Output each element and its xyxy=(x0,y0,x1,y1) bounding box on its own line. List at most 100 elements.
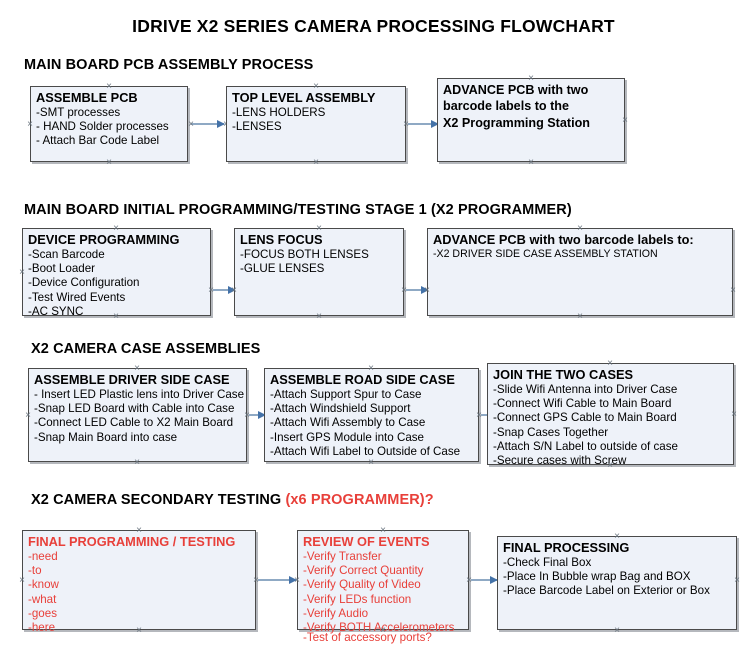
node-line: -Snap Main Board into case xyxy=(34,430,178,444)
node-overflow-line: -Test of accessory ports? xyxy=(303,630,432,644)
node-line: -Insert GPS Module into Case xyxy=(270,430,425,444)
node-line: -Connect Wifi Cable to Main Board xyxy=(493,396,672,410)
node-title: ASSEMBLE ROAD SIDE CASE xyxy=(270,372,455,387)
node-line: -Slide Wifi Antenna into Driver Case xyxy=(493,382,678,396)
connector-arrow xyxy=(258,576,297,584)
resize-handle-n[interactable] xyxy=(133,364,142,373)
node-device-programming[interactable]: DEVICE PROGRAMMING -Scan Barcode -Boot L… xyxy=(22,228,211,319)
resize-handle-s[interactable] xyxy=(315,312,324,321)
node-assemble-road-side-case[interactable]: ASSEMBLE ROAD SIDE CASE -Attach Support … xyxy=(264,368,479,462)
resize-handle-w[interactable] xyxy=(26,120,35,129)
resize-handle-e[interactable] xyxy=(733,576,742,585)
resize-handle-s[interactable] xyxy=(606,461,615,470)
section-heading-accent: (x6 PROGRAMMER)? xyxy=(285,492,434,508)
node-line: -Attach Windshield Support xyxy=(270,401,411,415)
resize-handle-s[interactable] xyxy=(576,312,585,321)
node-line: -AC SYNC xyxy=(28,305,84,319)
connector-endpoint-handle[interactable] xyxy=(187,120,196,129)
resize-handle-n[interactable] xyxy=(105,82,114,91)
resize-handle-n[interactable] xyxy=(367,364,376,373)
node-join-the-two-cases[interactable]: JOIN THE TWO CASES -Slide Wifi Antenna i… xyxy=(487,363,734,468)
node-line: -Attach S/N Label to outside of case xyxy=(493,440,678,454)
node-advance-pcb-programming-station[interactable]: ADVANCE PCB with two barcode labels to t… xyxy=(437,78,625,162)
node-line: -Verify Transfer xyxy=(303,549,382,563)
node-line: -what xyxy=(28,592,57,606)
node-final-processing[interactable]: FINAL PROCESSING -Check Final Box -Place… xyxy=(497,536,737,630)
node-line: -to xyxy=(28,563,42,577)
resize-handle-n[interactable] xyxy=(379,526,388,535)
node-line: -Place Barcode Label on Exterior or Box xyxy=(503,584,710,598)
resize-handle-n[interactable] xyxy=(315,224,324,233)
node-line: -Check Final Box xyxy=(503,555,592,569)
resize-handle-s[interactable] xyxy=(379,626,388,635)
node-line: -SMT processes xyxy=(36,105,121,119)
section-heading-text: MAIN BOARD INITIAL PROGRAMMING/TESTING S… xyxy=(24,202,572,218)
resize-handle-w[interactable] xyxy=(18,576,27,585)
node-line: -Place In Bubble wrap Bag and BOX xyxy=(503,569,691,583)
resize-handle-w[interactable] xyxy=(18,268,27,277)
section-heading-main-board-initial-programming: MAIN BOARD INITIAL PROGRAMMING/TESTING S… xyxy=(24,202,572,218)
node-title: FINAL PROCESSING xyxy=(503,540,630,555)
resize-handle-s[interactable] xyxy=(133,458,142,467)
node-line: -Verify LEDs function xyxy=(303,592,412,606)
resize-handle-s[interactable] xyxy=(135,626,144,635)
node-line: -Boot Loader xyxy=(28,261,96,275)
node-line: -Attach Support Spur to Case xyxy=(270,387,422,401)
node-line: -Device Configuration xyxy=(28,276,140,290)
resize-handle-n[interactable] xyxy=(112,224,121,233)
resize-handle-s[interactable] xyxy=(613,626,622,635)
resize-handle-n[interactable] xyxy=(312,82,321,91)
resize-handle-s[interactable] xyxy=(112,312,121,321)
resize-handle-n[interactable] xyxy=(135,526,144,535)
node-line: -Attach Wifi Assembly to Case xyxy=(270,416,426,430)
node-title: ASSEMBLE DRIVER SIDE CASE xyxy=(34,372,230,387)
node-lens-focus[interactable]: LENS FOCUS -FOCUS BOTH LENSES -GLUE LENS… xyxy=(234,228,404,316)
section-heading-text: MAIN BOARD PCB ASSEMBLY PROCESS xyxy=(24,57,314,73)
section-heading-text: X2 CAMERA SECONDARY TESTING xyxy=(31,492,282,508)
resize-handle-s[interactable] xyxy=(105,158,114,167)
node-line: -X2 DRIVER SIDE CASE ASSEMBLY STATION xyxy=(433,247,658,260)
section-heading-main-board-pcb-assembly: MAIN BOARD PCB ASSEMBLY PROCESS xyxy=(24,57,313,73)
resize-handle-n[interactable] xyxy=(606,359,615,368)
resize-handle-w[interactable] xyxy=(423,286,432,295)
node-assemble-pcb[interactable]: ASSEMBLE PCB -SMT processes - HAND Solde… xyxy=(30,86,188,162)
connector-arrow xyxy=(471,576,498,584)
node-advance-pcb-driver-side-case[interactable]: ADVANCE PCB with two barcode labels to: … xyxy=(427,228,733,316)
node-line: -FOCUS BOTH LENSES xyxy=(240,247,369,261)
node-line: -need xyxy=(28,549,58,563)
node-line: -Scan Barcode xyxy=(28,247,105,261)
connector-arrow xyxy=(191,120,225,128)
node-title: ASSEMBLE PCB xyxy=(36,90,138,105)
node-title: REVIEW OF EVENTS xyxy=(303,534,430,549)
node-line: -Verify Correct Quantity xyxy=(303,563,424,577)
node-line: -GLUE LENSES xyxy=(240,261,325,275)
node-line: - Insert LED Plastic lens into Driver Ca… xyxy=(34,387,245,401)
resize-handle-n[interactable] xyxy=(576,224,585,233)
resize-handle-n[interactable] xyxy=(527,74,536,83)
node-line: ADVANCE PCB with two xyxy=(443,83,589,97)
node-assemble-driver-side-case[interactable]: ASSEMBLE DRIVER SIDE CASE - Insert LED P… xyxy=(28,368,247,462)
resize-handle-w[interactable] xyxy=(24,411,33,420)
node-top-level-assembly[interactable]: TOP LEVEL ASSEMBLY -LENS HOLDERS -LENSES xyxy=(226,86,406,162)
node-line: -Snap Cases Together xyxy=(493,425,609,439)
resize-handle-s[interactable] xyxy=(312,158,321,167)
resize-handle-e[interactable] xyxy=(730,410,739,419)
resize-handle-w[interactable] xyxy=(293,576,302,585)
resize-handle-s[interactable] xyxy=(527,158,536,167)
node-final-programming-testing[interactable]: FINAL PROGRAMMING / TESTING -need -to -k… xyxy=(22,530,256,634)
resize-handle-e[interactable] xyxy=(729,286,738,295)
node-line: -Snap LED Board with Cable into Case xyxy=(34,401,235,415)
node-line: X2 Programming Station xyxy=(443,115,590,130)
node-line: -LENS HOLDERS xyxy=(232,105,326,119)
resize-handle-n[interactable] xyxy=(613,532,622,541)
resize-handle-w[interactable] xyxy=(230,286,239,295)
node-line: -here xyxy=(28,621,56,635)
node-line: -Secure cases with Screw xyxy=(493,454,627,468)
section-heading-text: X2 CAMERA CASE ASSEMBLIES xyxy=(31,341,261,357)
node-review-of-events[interactable]: REVIEW OF EVENTS -Verify Transfer -Verif… xyxy=(297,530,469,644)
resize-handle-e[interactable] xyxy=(621,116,630,125)
section-heading-x2-camera-case-assemblies: X2 CAMERA CASE ASSEMBLIES xyxy=(31,341,260,357)
node-line: -Connect LED Cable to X2 Main Board xyxy=(34,416,234,430)
resize-handle-s[interactable] xyxy=(367,458,376,467)
node-title: FINAL PROGRAMMING / TESTING xyxy=(28,534,236,549)
